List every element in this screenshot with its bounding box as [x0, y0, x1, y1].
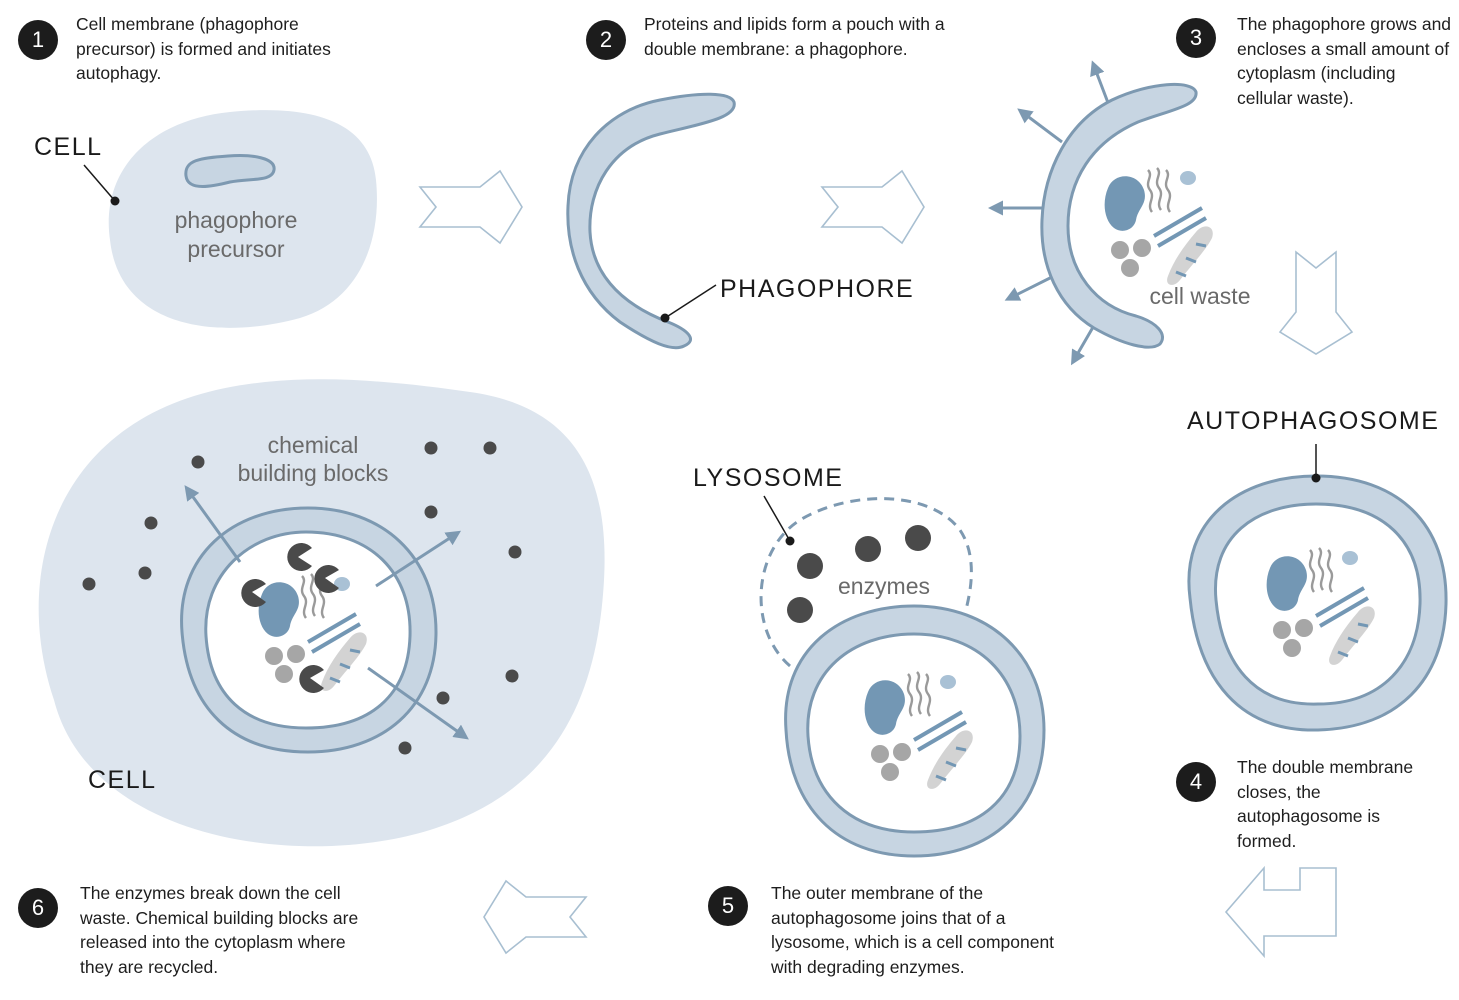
- autophagosome-leader-dot: [1311, 473, 1321, 483]
- step-3-text: The phagophore grows and encloses a smal…: [1237, 14, 1452, 108]
- step-4-badge: 4: [1176, 762, 1216, 802]
- enzymes-label: enzymes: [838, 573, 930, 599]
- cell-leader-dot: [110, 196, 120, 206]
- lysosome-leader-dot: [785, 536, 795, 546]
- step-2-text: Proteins and lipids form a pouch with a …: [644, 14, 945, 59]
- flow-arrow-2-3: [820, 169, 925, 245]
- step-6-badge: 6: [18, 888, 58, 928]
- phagophore-precursor-label-1: phagophore: [175, 207, 298, 233]
- step-6-text: The enzymes break down the cell waste. C…: [80, 883, 359, 977]
- phagophore-label: PHAGOPHORE: [720, 275, 914, 303]
- cell-waste-label: cell waste: [1150, 283, 1251, 309]
- flow-arrow-5-6: [483, 879, 588, 955]
- flow-arrow-3-4: [1278, 250, 1354, 355]
- step-2-badge: 2: [586, 20, 626, 60]
- step-3-badge: 3: [1176, 18, 1216, 58]
- lysosome-membrane: [759, 497, 973, 668]
- autophagosome-label: AUTOPHAGOSOME: [1187, 407, 1439, 435]
- phagophore-leader-line: [664, 284, 717, 319]
- chemical-label-1: chemical: [268, 432, 359, 458]
- step-1-badge: 1: [18, 20, 58, 60]
- step-4-autophagosome: AUTOPHAGOSOME: [1187, 407, 1448, 732]
- step-5-fusion: enzymes LYSOSOME: [693, 464, 1046, 858]
- step-5-badge: 5: [708, 886, 748, 926]
- cell-leader-line: [83, 164, 116, 202]
- step-3-growing-phagophore: cell waste: [988, 60, 1251, 366]
- step-2-phagophore: PHAGOPHORE: [566, 92, 914, 350]
- lysosome-label: LYSOSOME: [693, 464, 843, 492]
- phagophore-precursor-label-2: precursor: [187, 236, 284, 262]
- cell-label-top: CELL: [34, 133, 103, 161]
- chemical-label-2: building blocks: [238, 460, 389, 486]
- cell-label-bottom: CELL: [88, 766, 157, 794]
- flow-arrow-1-2: [418, 169, 523, 245]
- phagophore-precursor-shape: [184, 154, 276, 188]
- step-5-text: The outer membrane of the autophagosome …: [771, 883, 1055, 977]
- step-4-text: The double membrane closes, the autophag…: [1237, 757, 1414, 851]
- step-1-cell: CELL phagophore precursor: [34, 110, 377, 328]
- enzyme-pacmen: [241, 543, 339, 693]
- step-6-recycling: chemical building blocks CELL: [38, 379, 605, 847]
- building-block-dots: [82, 441, 522, 755]
- phagophore-leader-dot: [660, 313, 670, 323]
- lysosome-leader-line: [763, 495, 791, 542]
- flow-arrow-4-5: [1224, 865, 1337, 959]
- step-1-text: Cell membrane (phagophore precursor) is …: [76, 14, 331, 83]
